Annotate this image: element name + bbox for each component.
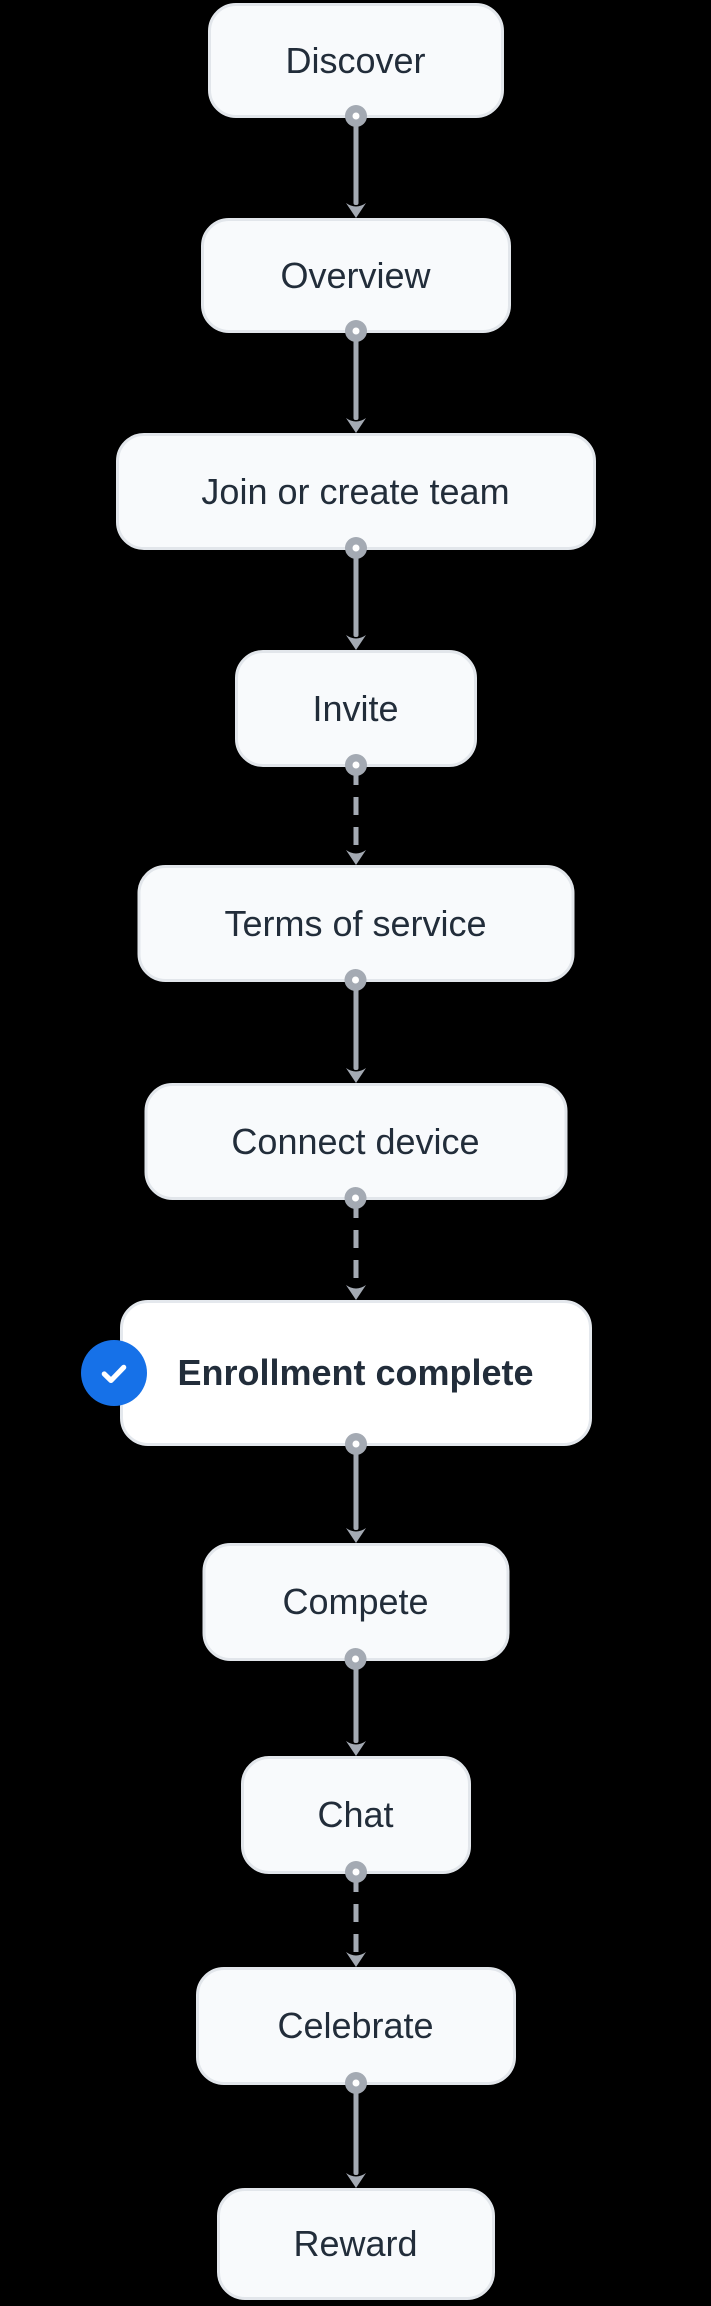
flow-node-label: Invite bbox=[312, 687, 399, 729]
connector-dot bbox=[344, 105, 367, 127]
connector-chat-celebrate bbox=[345, 1874, 367, 1967]
flow-node-label: Chat bbox=[317, 1794, 394, 1835]
completed-check-icon bbox=[80, 1340, 147, 1406]
connector-celebrate-reward bbox=[345, 2085, 367, 2188]
connector-dot bbox=[344, 1648, 367, 1670]
flow-node-reward[interactable]: Reward bbox=[216, 2188, 495, 2300]
flow-node-label: Overview bbox=[280, 254, 431, 296]
flow-node-label: Compete bbox=[282, 1581, 429, 1622]
flow-node-label: Discover bbox=[285, 39, 426, 81]
connector-dot bbox=[344, 537, 367, 559]
arrowhead-down-icon bbox=[345, 1528, 366, 1543]
flow-node-label: Celebrate bbox=[277, 2005, 434, 2046]
arrowhead-down-icon bbox=[345, 1068, 366, 1083]
flow-node-join-or-create-team[interactable]: Join or create team bbox=[115, 433, 596, 559]
flow-node-label: Reward bbox=[293, 2223, 418, 2264]
flow-node-chat[interactable]: Chat bbox=[240, 1756, 471, 1883]
arrowhead-down-icon bbox=[345, 418, 366, 433]
connector-dot bbox=[344, 2072, 367, 2094]
arrowhead-down-icon bbox=[345, 635, 366, 650]
connector-overview-join bbox=[345, 333, 367, 433]
connector-join-invite bbox=[345, 550, 367, 650]
arrowhead-down-icon bbox=[345, 2173, 366, 2188]
connector-dot bbox=[344, 320, 367, 342]
flow-node-terms-of-service[interactable]: Terms of service bbox=[137, 865, 574, 991]
connector-discover-overview bbox=[345, 118, 367, 218]
flow-node-label: Terms of service bbox=[224, 902, 487, 944]
flow-node-label: Enrollment complete bbox=[177, 1352, 534, 1393]
arrowhead-down-icon bbox=[345, 1952, 366, 1967]
flow-node-overview[interactable]: Overview bbox=[200, 218, 511, 342]
arrowhead-down-icon bbox=[345, 1285, 366, 1300]
connector-dot bbox=[344, 1187, 367, 1209]
connector-connect-device-enrollment bbox=[345, 1200, 367, 1300]
flow-node-celebrate[interactable]: Celebrate bbox=[195, 1967, 516, 2094]
connector-dot bbox=[344, 1861, 367, 1883]
arrowhead-down-icon bbox=[345, 1741, 366, 1756]
flow-node-label: Join or create team bbox=[201, 470, 510, 512]
flow-node-label: Connect device bbox=[231, 1120, 480, 1162]
flow-node-compete[interactable]: Compete bbox=[202, 1543, 509, 1670]
flow-node-discover[interactable]: Discover bbox=[207, 3, 504, 127]
connector-dot bbox=[344, 754, 367, 776]
connector-enrollment-compete bbox=[345, 1446, 367, 1543]
connector-compete-chat bbox=[345, 1661, 367, 1756]
flow-node-connect-device[interactable]: Connect device bbox=[144, 1083, 567, 1209]
arrowhead-down-icon bbox=[345, 850, 366, 865]
connector-terms-connect-device bbox=[345, 982, 367, 1083]
flow-node-invite[interactable]: Invite bbox=[234, 650, 477, 776]
connector-invite-terms bbox=[345, 767, 367, 865]
flow-node-enrollment-complete[interactable]: Enrollment complete bbox=[80, 1300, 592, 1455]
connector-dot bbox=[344, 1433, 367, 1455]
connector-dot bbox=[344, 969, 367, 991]
arrowhead-down-icon bbox=[345, 203, 366, 218]
